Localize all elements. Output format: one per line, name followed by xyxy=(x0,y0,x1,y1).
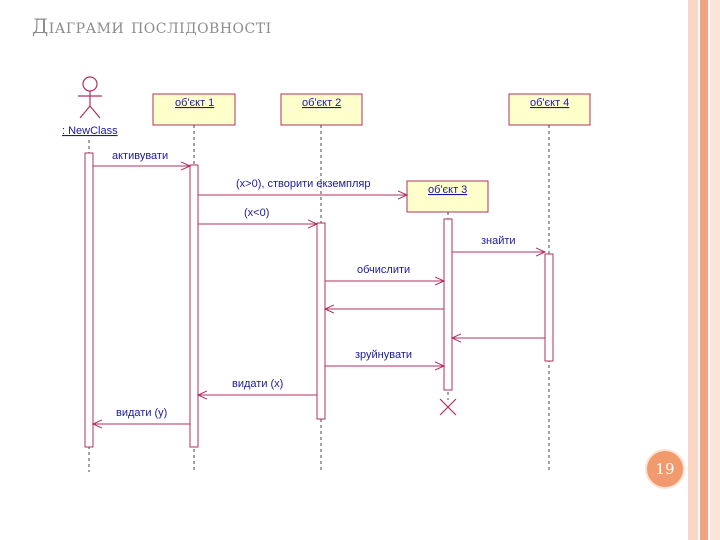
destroy-x-icon xyxy=(439,398,457,416)
message-label-find: знайти xyxy=(481,235,516,247)
actor-figure xyxy=(78,76,102,119)
object-box-1: об'єкт 1 xyxy=(152,93,236,126)
actor-label: : NewClass xyxy=(62,125,118,137)
object-label-3: об'єкт 3 xyxy=(428,184,467,196)
activation-obj2 xyxy=(316,222,326,420)
page-number-badge: 19 xyxy=(645,449,685,489)
decor-stripe-light xyxy=(688,0,698,540)
message-label-create: (x>0), створити екземпляр xyxy=(236,178,370,190)
message-label-activate: активувати xyxy=(112,150,168,162)
object-label-4: об'єкт 4 xyxy=(530,97,569,109)
message-label-return-y: видати (y) xyxy=(116,407,167,419)
decor-stripe-dark xyxy=(700,0,708,540)
activation-actor xyxy=(84,152,94,448)
slide-title: Діаграми послідовності xyxy=(32,14,272,38)
message-label-return-x: видати (x) xyxy=(232,378,283,390)
object-label-2: об'єкт 2 xyxy=(302,97,341,109)
object-box-3: об'єкт 3 xyxy=(406,180,489,213)
message-label-destroy: зруйнувати xyxy=(355,349,412,361)
object-box-2: об'єкт 2 xyxy=(280,93,363,126)
activation-obj3 xyxy=(443,218,453,391)
object-label-1: об'єкт 1 xyxy=(175,97,214,109)
decor-stripe-edge xyxy=(710,0,720,540)
object-box-4: об'єкт 4 xyxy=(508,93,591,126)
activation-obj4 xyxy=(544,253,554,362)
message-label-compute: обчислити xyxy=(357,264,410,276)
activation-obj1 xyxy=(189,164,199,448)
message-label-xneg: (x<0) xyxy=(244,207,269,219)
